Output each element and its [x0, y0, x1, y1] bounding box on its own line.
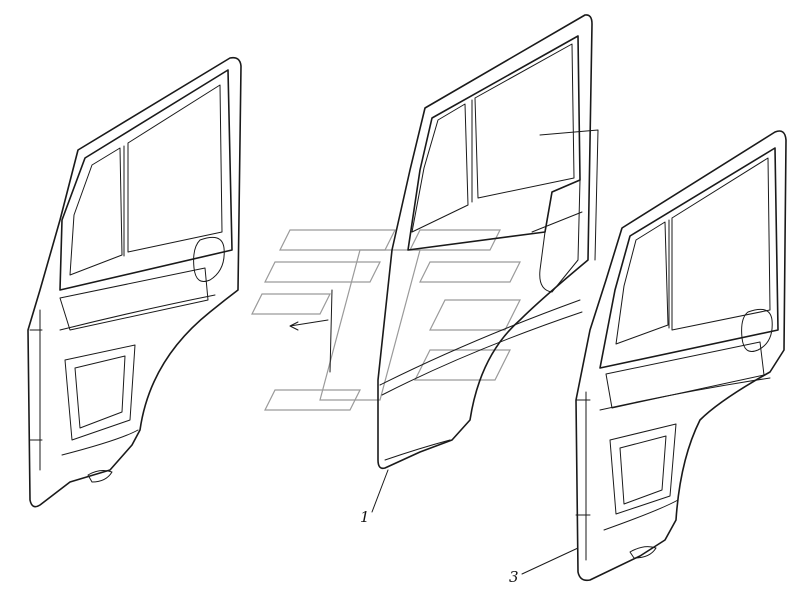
right-door-drawing [575, 130, 787, 582]
watermark-logo [251, 229, 521, 411]
left-door-drawing [27, 56, 242, 508]
callout-1-label: 1 [360, 508, 370, 526]
callout-1-leader [371, 469, 389, 513]
middle-door-drawing [289, 14, 599, 470]
callout-3-leader [521, 547, 579, 575]
callout-3-label: 3 [509, 568, 519, 586]
